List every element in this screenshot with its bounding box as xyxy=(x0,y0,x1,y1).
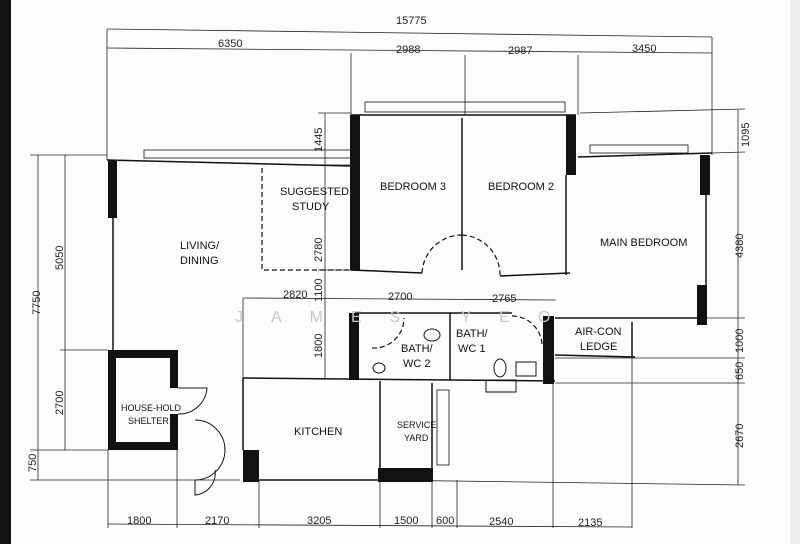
watermark: JAMES YEO xyxy=(235,309,578,326)
room-bath1-line2: WC 1 xyxy=(458,343,486,355)
scan-edge xyxy=(0,0,11,544)
dim-left-4: 750 xyxy=(27,454,39,472)
room-main-bedroom: MAIN BEDROOM xyxy=(600,237,687,249)
room-living-line2: DINING xyxy=(180,255,219,267)
room-bath2-line2: WC 2 xyxy=(403,358,431,370)
room-bedroom3: BEDROOM 3 xyxy=(380,181,446,193)
room-labels: LIVING/ DINING SUGGESTED STUDY BEDROOM 3… xyxy=(121,181,687,443)
dim-inner-3: 1100 xyxy=(313,278,325,302)
dim-bot-3: 3205 xyxy=(307,515,331,527)
dim-inner-2: 2780 xyxy=(313,238,325,262)
dim-top-total: 15775 xyxy=(396,15,427,27)
dim-bot-5: 600 xyxy=(436,515,454,527)
room-bath1-line1: BATH/ xyxy=(456,328,489,340)
room-aircon-line1: AIR-CON xyxy=(575,326,622,338)
dim-bot-7: 2135 xyxy=(578,517,602,529)
dim-left-2: 5050 xyxy=(54,246,66,270)
dimension-labels: 15775 6350 2988 2987 3450 2820 2700 2765… xyxy=(27,15,752,529)
dim-right-5: 2670 xyxy=(734,424,746,448)
dim-bot-6: 2540 xyxy=(489,516,513,528)
dim-right-1: 1095 xyxy=(740,123,752,147)
dim-inner-1: 1445 xyxy=(313,128,325,152)
room-aircon-line2: LEDGE xyxy=(580,341,617,353)
dim-left-3: 2700 xyxy=(54,391,66,415)
room-shelter-line1: HOUSE-HOLD xyxy=(121,403,182,413)
room-bath2-line1: BATH/ xyxy=(401,343,434,355)
dim-right-2: 4380 xyxy=(734,234,746,258)
dim-right-3: 1000 xyxy=(734,329,746,353)
room-bedroom2: BEDROOM 2 xyxy=(488,181,554,193)
dim-bot-4: 1500 xyxy=(394,515,418,527)
dim-top-1: 6350 xyxy=(218,38,242,50)
dim-top-3: 2987 xyxy=(508,45,532,57)
room-study-line1: SUGGESTED xyxy=(280,186,349,198)
dim-left-1: 7750 xyxy=(31,291,43,315)
dim-mid-3: 2765 xyxy=(492,293,516,305)
dim-bot-2: 2170 xyxy=(205,515,229,527)
dim-right-4: 650 xyxy=(734,362,746,380)
dim-mid-2: 2700 xyxy=(388,291,412,303)
dim-bot-1: 1800 xyxy=(127,515,151,527)
doors xyxy=(177,328,537,496)
room-study-line2: STUDY xyxy=(292,201,330,213)
room-kitchen: KITCHEN xyxy=(294,426,342,438)
dimension-lines xyxy=(30,28,746,528)
room-service-line1: SERVICE xyxy=(397,420,436,430)
room-living-line1: LIVING/ xyxy=(180,240,220,252)
dim-inner-4: 1800 xyxy=(313,334,325,358)
room-service-line2: YARD xyxy=(404,433,429,443)
dim-mid-1: 2820 xyxy=(283,289,307,301)
room-shelter-line2: SHELTER xyxy=(128,416,169,426)
walls xyxy=(108,115,710,482)
scan-edge-right xyxy=(790,0,800,544)
dim-top-4: 3450 xyxy=(632,43,656,55)
study-outline xyxy=(261,168,543,349)
dim-top-2: 2988 xyxy=(396,44,420,56)
